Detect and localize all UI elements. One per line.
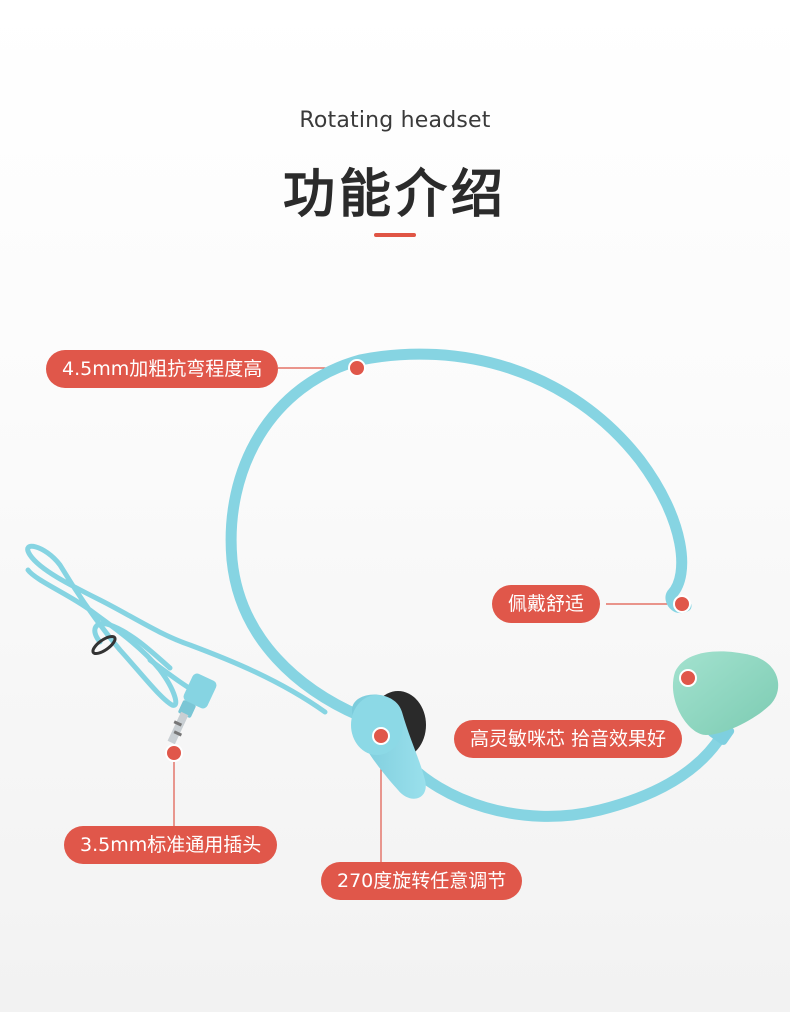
- callout-plug: 3.5mm标准通用插头: [64, 826, 278, 864]
- mic-foam: [672, 651, 779, 735]
- subtitle: Rotating headset: [299, 108, 491, 133]
- rotating-capsule: [351, 691, 426, 799]
- callout-band: 4.5mm加粗抗弯程度高: [46, 350, 279, 388]
- callout-rotation: 270度旋转任意调节: [321, 862, 523, 900]
- audio-plug: [167, 673, 217, 745]
- callout-mic: 高灵敏咪芯 拾音效果好: [454, 720, 683, 758]
- callout-comfort: 佩戴舒适: [492, 585, 601, 623]
- headband: [225, 348, 692, 722]
- page-title: 功能介绍: [282, 165, 507, 225]
- mic-boom: [399, 729, 728, 822]
- title-underline: [374, 233, 416, 237]
- callout-dots: [165, 359, 697, 762]
- cable: [25, 543, 328, 715]
- cable-tie: [91, 634, 117, 656]
